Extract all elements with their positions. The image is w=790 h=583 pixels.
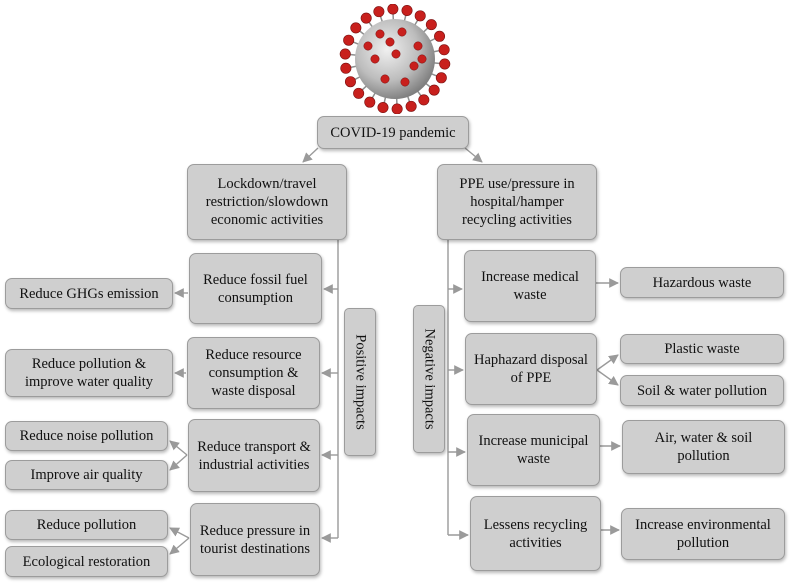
- negative-effect-hazardous: Hazardous waste: [620, 267, 784, 298]
- negative-effect-plastic: Plastic waste: [620, 334, 784, 364]
- positive-impacts-label: Positive impacts: [352, 334, 369, 430]
- positive-cause-4: Reduce pressure in tourist destinations: [190, 503, 320, 576]
- positive-cause-3: Reduce transport & industrial activities: [188, 419, 320, 492]
- positive-impacts-label-box: Positive impacts: [344, 308, 376, 456]
- positive-effect-ghg: Reduce GHGs emission: [5, 278, 173, 309]
- negative-cause-3: Increase municipal waste: [467, 414, 600, 486]
- negative-impacts-label-box: Negative impacts: [413, 305, 445, 453]
- positive-cause-1: Reduce fossil fuel consumption: [189, 253, 322, 324]
- ppe-node: PPE use/pressure in hospital/hamper recy…: [437, 164, 597, 240]
- lockdown-node-label: Lockdown/travel restriction/slowdown eco…: [205, 176, 329, 228]
- root-node-label: COVID-19 pandemic: [330, 124, 456, 141]
- coronavirus-icon: [339, 4, 451, 114]
- positive-effect-air: Improve air quality: [5, 460, 168, 490]
- lockdown-node: Lockdown/travel restriction/slowdown eco…: [187, 164, 347, 240]
- root-node: COVID-19 pandemic: [317, 116, 469, 149]
- negative-cause-4: Lessens recycling activities: [470, 496, 601, 571]
- root-to-right-arrow: [464, 147, 483, 163]
- negative-impacts-label: Negative impacts: [421, 328, 438, 430]
- negative-effect-environmental: Increase environmental pollution: [621, 508, 785, 560]
- positive-effect-water: Reduce pollution & improve water quality: [5, 349, 173, 397]
- ppe-node-label: PPE use/pressure in hospital/hamper recy…: [459, 176, 575, 228]
- positive-effect-pollution: Reduce pollution: [5, 510, 168, 540]
- positive-effect-noise: Reduce noise pollution: [5, 421, 168, 451]
- negative-effect-air-water-soil: Air, water & soil pollution: [622, 420, 785, 474]
- negative-effect-soil-water: Soil & water pollution: [620, 375, 784, 406]
- negative-cause-2: Haphazard disposal of PPE: [465, 333, 597, 405]
- root-to-left-arrow: [302, 147, 319, 163]
- positive-cause-2: Reduce resource consumption & waste disp…: [187, 337, 320, 409]
- negative-cause-1: Increase medical waste: [464, 250, 596, 322]
- positive-effect-ecology: Ecological restoration: [5, 546, 168, 577]
